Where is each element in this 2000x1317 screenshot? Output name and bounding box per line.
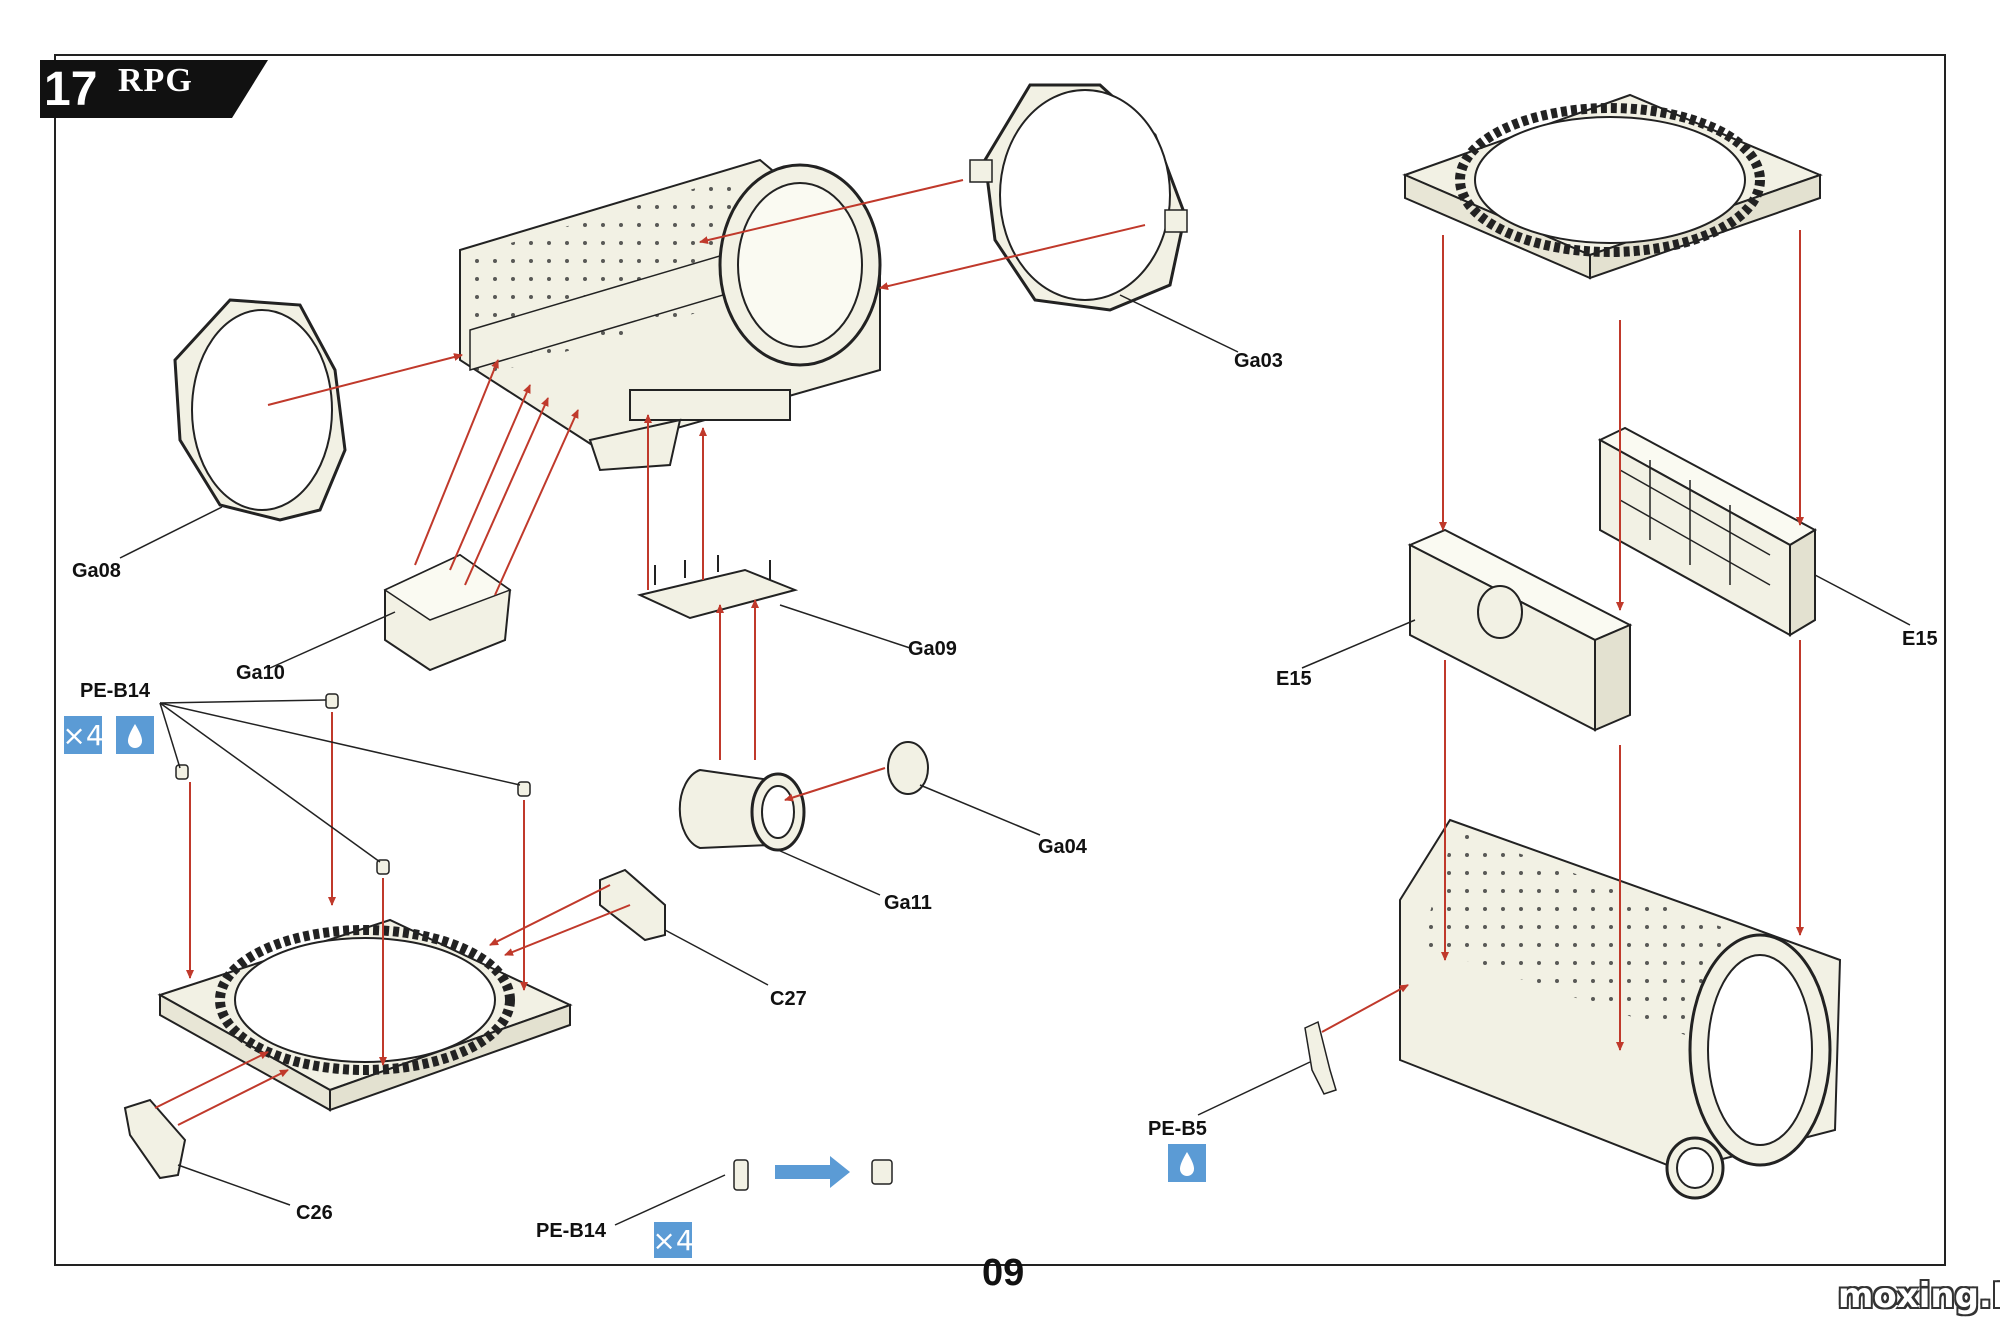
ring-base-plate-left <box>157 918 573 1112</box>
label-c26: C26 <box>296 1202 333 1224</box>
label-pe-b5: PE-B5 <box>1148 1118 1207 1140</box>
e15-truss-right <box>1597 426 1818 637</box>
quantity-badge-bottom: ×4 <box>652 1222 694 1258</box>
c26-bracket <box>123 1098 187 1180</box>
hull-cylinder-assembly <box>459 158 882 472</box>
label-e15-left: E15 <box>1276 668 1312 690</box>
page-frame <box>54 54 1946 1266</box>
step-number: 17 <box>44 63 98 116</box>
ga08-end-plate <box>173 298 347 522</box>
label-ga04: Ga04 <box>1038 836 1087 858</box>
ring-base-plate-right <box>1402 93 1823 280</box>
leader-lines <box>119 294 1911 1226</box>
ga11-cylinder <box>678 768 806 852</box>
c27-block <box>599 868 666 942</box>
label-c27: C27 <box>770 988 807 1010</box>
ga09-bracket <box>636 555 799 620</box>
bend-arrow-icon <box>775 1156 850 1188</box>
label-ga09: Ga09 <box>908 638 957 660</box>
step-banner <box>40 60 268 118</box>
ga04-disc <box>887 741 929 795</box>
page-number: 09 <box>982 1252 1025 1294</box>
ga03-end-ring <box>969 83 1188 312</box>
pe-b14-parts <box>175 693 893 1191</box>
glue-drop-icon <box>116 716 154 754</box>
e15-block-left <box>1407 528 1633 732</box>
label-ga08: Ga08 <box>72 560 121 582</box>
glue-drop-icon <box>1168 1144 1206 1182</box>
label-ga03: Ga03 <box>1234 350 1283 372</box>
label-ga11: Ga11 <box>884 892 932 914</box>
brand-logo: RPG <box>118 62 193 99</box>
assembly-arrows <box>154 179 1804 1126</box>
ga10-box <box>383 553 512 672</box>
label-ga10: Ga10 <box>236 662 285 684</box>
label-pe-b14-top: PE-B14 <box>80 680 151 702</box>
pe-b5-part <box>1304 1020 1337 1095</box>
quantity-badge-top: ×4 <box>62 716 104 754</box>
label-e15-right: E15 <box>1902 628 1938 650</box>
label-pe-b14-bottom: PE-B14 <box>536 1220 607 1242</box>
watermark: moxing.NET <box>1838 1276 2000 1316</box>
